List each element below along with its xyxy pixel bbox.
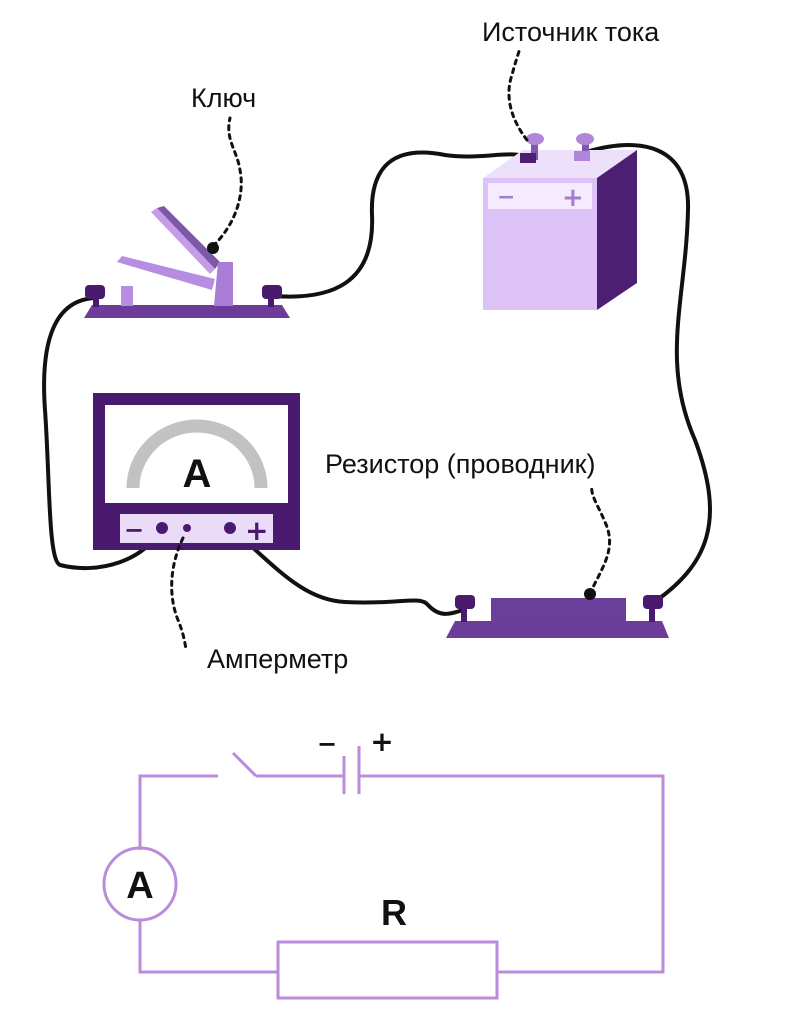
schematic-minus-sign: − <box>317 730 337 758</box>
ammeter-terminal-panel <box>120 514 273 543</box>
battery-minus-terminal-cap <box>526 133 544 145</box>
schematic-switch-blade <box>231 751 258 778</box>
leader-switch <box>211 116 243 248</box>
battery-plus-terminal-seat <box>574 151 590 161</box>
battery-side <box>597 150 637 310</box>
resistor-right-terminal-post <box>649 606 655 622</box>
switch-left-terminal-post <box>93 293 99 307</box>
leader-dots <box>207 242 596 600</box>
schematic-left-top-wire <box>138 774 218 850</box>
switch-hinge <box>214 262 233 306</box>
schematic-resistor <box>276 940 499 1000</box>
schematic-right-wire <box>359 774 665 974</box>
ammeter-minus-sign: − <box>124 516 144 544</box>
ammeter-middle-terminal <box>183 524 191 532</box>
ammeter-plus-terminal <box>224 522 236 534</box>
schematic-ammeter-letter: A <box>126 865 153 907</box>
switch-left-terminal-cap <box>85 285 105 299</box>
resistor-body <box>491 598 626 622</box>
battery-minus-sign: − <box>497 185 515 210</box>
battery-minus-terminal-seat <box>520 153 536 163</box>
resistor-left-terminal-post <box>461 606 467 622</box>
switch-base <box>84 305 290 318</box>
switch-right-terminal-post <box>268 293 274 307</box>
leader-lines <box>170 46 611 652</box>
label-switch: Ключ <box>191 83 256 113</box>
resistor-right-terminal-cap <box>643 595 663 609</box>
leader-source <box>507 46 529 142</box>
battery-plus-terminal-post <box>582 141 589 160</box>
label-source: Источник тока <box>482 17 660 47</box>
resistor-left-terminal-cap <box>455 595 475 609</box>
circuit-schematic: A R − + <box>102 725 665 1000</box>
wire-switch-to-battery-minus <box>272 150 529 299</box>
ammeter-dial-arc <box>126 419 268 489</box>
schematic-plus-sign: + <box>370 725 393 758</box>
switch-right-terminal-cap <box>262 285 282 299</box>
battery-minus-terminal-post <box>531 141 538 160</box>
leader-ammeter <box>170 536 188 652</box>
schematic-resistor-letter: R <box>381 892 407 933</box>
switch-blade-shadow <box>157 206 220 269</box>
schematic-left-bottom-wire <box>138 920 278 974</box>
leader-dot-switch <box>207 242 219 254</box>
wire-switch-to-ammeter-minus <box>42 296 164 570</box>
wire-ammeter-plus-to-resistor <box>228 526 465 616</box>
battery-device: − + <box>483 133 637 310</box>
schematic-ammeter-circle <box>102 846 178 922</box>
switch-contact-post <box>121 286 133 306</box>
battery-label-strip <box>488 183 592 209</box>
leader-dot-resistor <box>584 588 596 600</box>
leader-resistor <box>588 483 611 596</box>
switch-blade-main <box>117 256 215 290</box>
ammeter-plus-sign: + <box>245 514 268 547</box>
label-ammeter: Амперметр <box>207 644 348 674</box>
resistor-device <box>446 595 669 638</box>
battery-plus-terminal-cap <box>576 133 594 145</box>
resistor-base <box>446 621 669 638</box>
battery-plus-sign: + <box>562 183 584 213</box>
switch-blade-light <box>151 208 215 274</box>
wires <box>42 143 712 616</box>
switch-device <box>84 206 290 318</box>
wire-battery-plus-to-resistor <box>581 143 712 607</box>
ammeter-minus-terminal <box>156 522 168 534</box>
ammeter-device: A − + <box>93 393 300 550</box>
label-resistor: Резистор (проводник) <box>325 449 595 479</box>
ammeter-letter: A <box>183 452 212 496</box>
